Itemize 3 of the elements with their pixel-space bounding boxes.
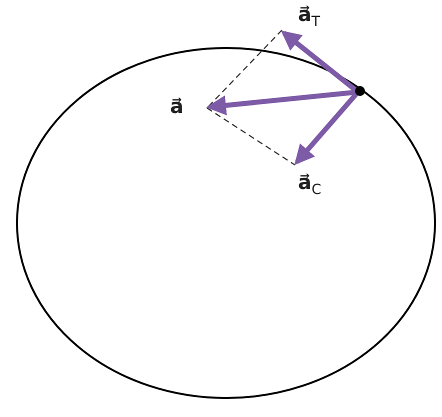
vector-label: a⃗ [170, 96, 184, 116]
vector-label: a⃗$_{C}$ [298, 172, 322, 197]
vector-label: a⃗$_{T}$ [298, 4, 320, 29]
